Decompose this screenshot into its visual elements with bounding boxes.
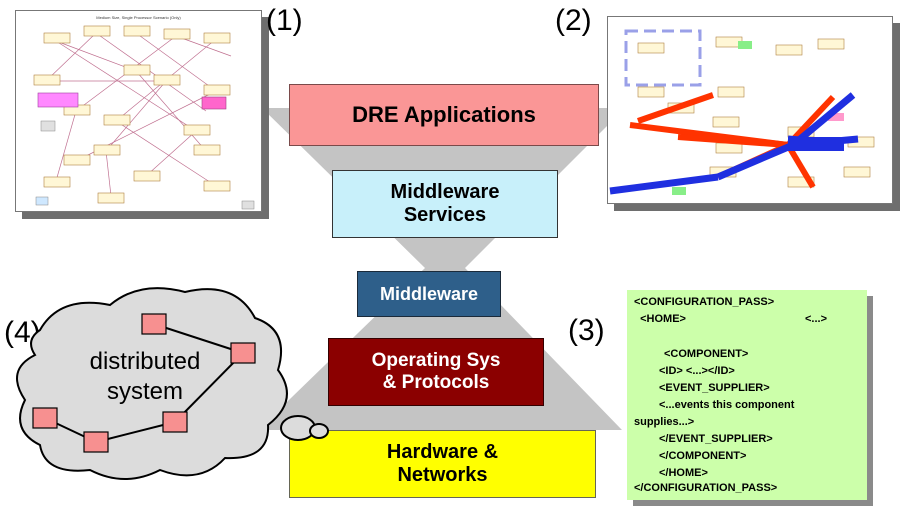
analysis-graph (609, 29, 875, 195)
node-box (230, 342, 256, 364)
screenshot1-title: Medium Size, Single Processor Scenario (… (96, 15, 181, 20)
label-3: (3) (568, 314, 605, 347)
xml-configuration-panel: <CONFIGURATION_PASS> <HOME> <...> <COMPO… (627, 290, 867, 500)
xml-line: </HOME> (659, 467, 708, 479)
xml-line: </EVENT_SUPPLIER> (659, 433, 773, 445)
xml-line: <HOME> (634, 313, 686, 325)
component-graph (33, 25, 255, 210)
node-box (162, 411, 188, 433)
xml-line: <EVENT_SUPPLIER> (659, 382, 770, 394)
cloud-bubble-small (309, 423, 329, 439)
xml-line: </COMPONENT> (659, 450, 747, 462)
xml-line: <COMPONENT> (664, 348, 749, 360)
hardware-networks-layer: Hardware & Networks (289, 430, 596, 498)
dre-applications-layer: DRE Applications (289, 84, 599, 146)
xml-line: <ID> <...></ID> (659, 365, 735, 377)
middleware-layer: Middleware (357, 271, 501, 317)
xml-line: </CONFIGURATION_PASS> (634, 482, 778, 494)
xml-line: <...> (805, 313, 828, 325)
label-2: (2) (555, 4, 592, 37)
middleware-services-layer: Middleware Services (332, 170, 558, 238)
cloud-shape (16, 287, 288, 480)
label-1: (1) (266, 4, 303, 37)
screenshot-component-graph: Medium Size, Single Processor Scenario (… (15, 10, 262, 212)
node-box (83, 431, 109, 453)
xml-line: <...events this component (659, 399, 795, 411)
node-box (141, 313, 167, 335)
distributed-system-label: distributed system (89, 348, 201, 405)
node-box (32, 407, 58, 429)
screenshot-analysis-graph (607, 16, 893, 204)
xml-line: <CONFIGURATION_PASS> (634, 296, 775, 308)
operating-sys-layer: Operating Sys & Protocols (328, 338, 544, 406)
xml-line: supplies...> (634, 416, 695, 428)
